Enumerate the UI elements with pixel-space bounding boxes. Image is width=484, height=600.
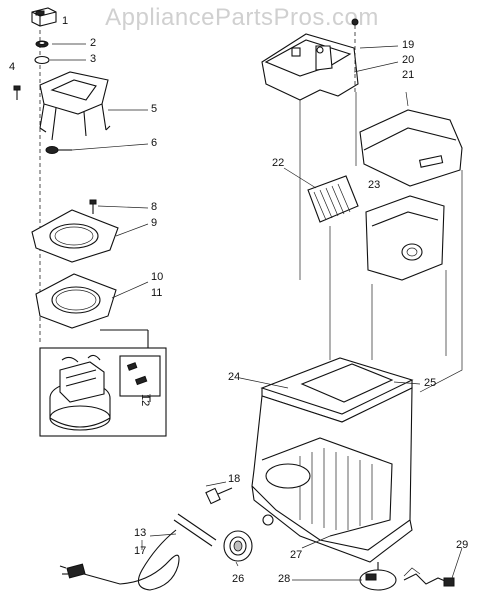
callout-29: 29 bbox=[456, 539, 469, 551]
part-foot-pedal bbox=[359, 562, 397, 591]
part-filter-grille bbox=[307, 175, 359, 223]
callout-8: 8 bbox=[151, 201, 158, 213]
part-screw-19 bbox=[351, 18, 359, 26]
part-motor-bracket bbox=[39, 71, 111, 141]
callout-21: 21 bbox=[402, 69, 415, 81]
part-dust-bag bbox=[365, 195, 445, 281]
part-wheel bbox=[223, 530, 253, 562]
callout-2: 2 bbox=[90, 37, 97, 49]
part-gasket bbox=[35, 273, 117, 329]
callout-28: 28 bbox=[278, 573, 291, 585]
callout-4: 4 bbox=[9, 61, 16, 73]
callout-5: 5 bbox=[151, 103, 158, 115]
callout-23: 23 bbox=[368, 179, 381, 191]
part-washer bbox=[34, 55, 50, 65]
callout-1: 1 bbox=[62, 15, 69, 27]
callout-10: 10 bbox=[151, 271, 164, 283]
part-latch-spring bbox=[403, 567, 455, 587]
part-switch bbox=[31, 7, 57, 27]
callout-3: 3 bbox=[90, 53, 97, 65]
callout-6: 6 bbox=[151, 137, 158, 149]
callout-20: 20 bbox=[402, 54, 415, 66]
callout-13: 13 bbox=[134, 527, 147, 539]
part-screw-4 bbox=[13, 85, 21, 100]
callout-25: 25 bbox=[424, 377, 437, 389]
part-power-cord bbox=[59, 513, 217, 591]
outline-guides-2 bbox=[329, 226, 447, 360]
part-mounting-plate bbox=[31, 209, 119, 263]
part-connector bbox=[205, 487, 233, 505]
part-base-body bbox=[251, 387, 413, 563]
part-screw-8 bbox=[89, 199, 97, 214]
part-motor-assembly bbox=[39, 329, 167, 437]
watermark: AppliancePartsPros.com bbox=[105, 4, 379, 31]
part-bag-cover bbox=[359, 109, 463, 187]
callout-24: 24 bbox=[228, 371, 241, 383]
callout-12: 12 bbox=[139, 394, 151, 407]
callout-19: 19 bbox=[402, 39, 415, 51]
callout-22: 22 bbox=[272, 157, 285, 169]
callout-18: 18 bbox=[228, 473, 241, 485]
part-lid-frame bbox=[260, 357, 414, 423]
callout-17: 17 bbox=[134, 545, 147, 557]
callout-11: 11 bbox=[151, 287, 163, 299]
part-grommet bbox=[45, 146, 72, 154]
outline-guides bbox=[299, 92, 463, 393]
callout-9: 9 bbox=[151, 217, 158, 229]
part-nut bbox=[35, 40, 49, 48]
part-top-handle bbox=[261, 33, 359, 101]
leader-lines bbox=[50, 43, 463, 581]
callout-27: 27 bbox=[290, 549, 303, 561]
callout-26: 26 bbox=[232, 573, 245, 585]
